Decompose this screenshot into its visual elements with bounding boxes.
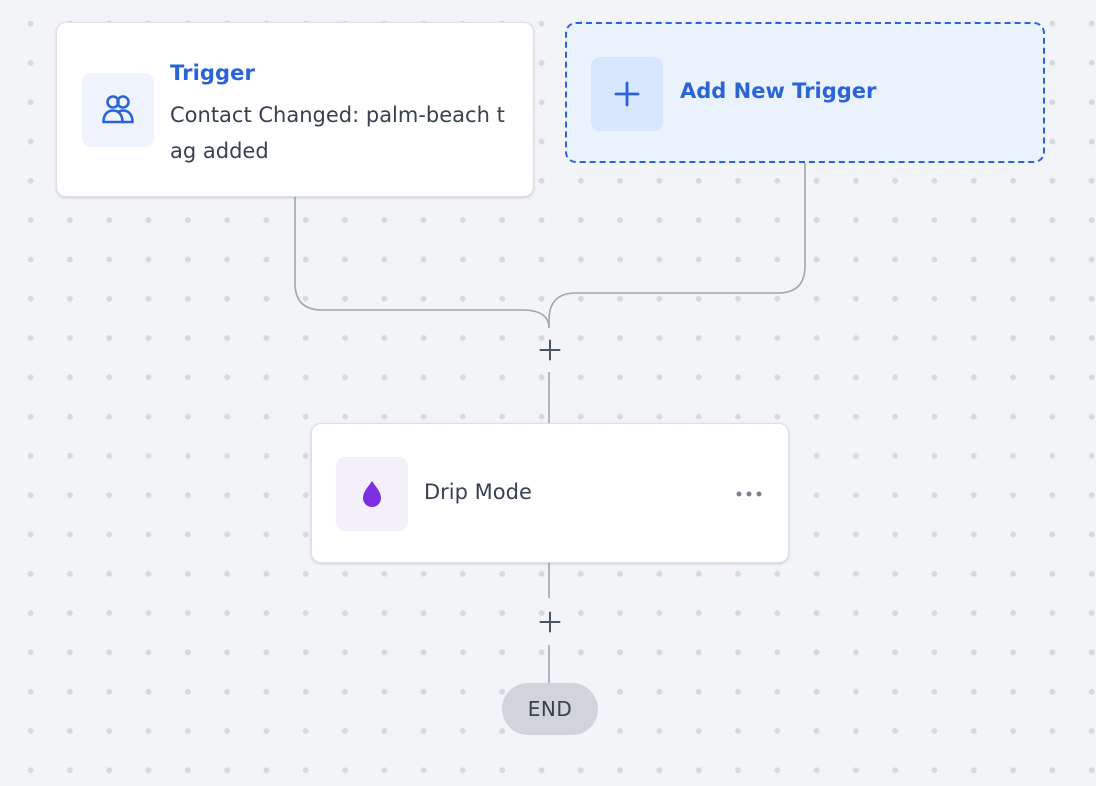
add-step-button[interactable]: [533, 605, 567, 639]
users-icon: [102, 95, 134, 124]
add-step-button[interactable]: [533, 333, 567, 367]
plus-icon: [614, 81, 640, 107]
trigger-title: Trigger: [170, 61, 255, 85]
add-new-trigger-button[interactable]: Add New Trigger: [565, 22, 1045, 163]
droplet-icon: [363, 481, 381, 507]
end-node: END: [502, 683, 598, 735]
plus-icon: [539, 339, 561, 361]
drip-mode-card[interactable]: Drip Mode: [311, 423, 789, 563]
connector-add-trigger-to-merge: [548, 163, 806, 328]
add-trigger-icon-tile: [591, 57, 663, 131]
more-options-button[interactable]: [730, 480, 768, 508]
trigger-description: Contact Changed: palm-beach tag added: [170, 103, 505, 163]
plus-icon: [539, 611, 561, 633]
trigger-icon-tile: [82, 73, 154, 147]
drip-mode-label: Drip Mode: [424, 480, 532, 504]
connector-trigger-to-merge: [294, 197, 550, 329]
add-trigger-label: Add New Trigger: [680, 79, 877, 103]
trigger-card[interactable]: Trigger Contact Changed: palm-beach tag …: [56, 22, 534, 197]
drip-icon-tile: [336, 457, 408, 531]
more-horizontal-icon: [736, 491, 762, 497]
